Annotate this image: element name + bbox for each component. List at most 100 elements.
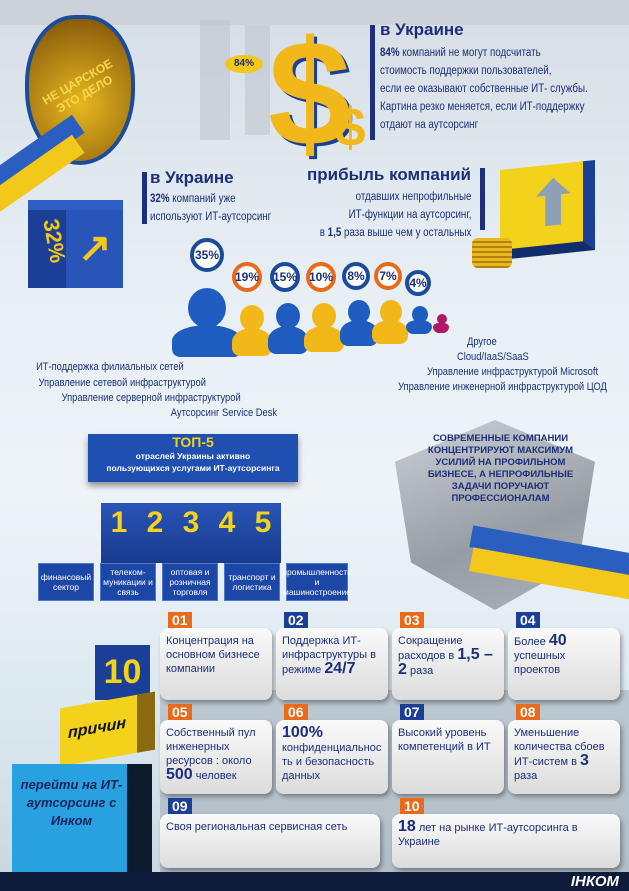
rank-4: 4 xyxy=(209,503,245,563)
reasons-word: причин xyxy=(68,714,127,742)
label-microsoft: Управление инфраструктурой Microsoft xyxy=(427,366,599,378)
reason-text: Поддержка ИТ-инфраструктуры в режиме xyxy=(282,635,376,676)
cube-32: 32% ↗ xyxy=(28,200,123,288)
rank-3: 3 xyxy=(173,503,209,563)
person-icon xyxy=(240,305,264,331)
cta-text[interactable]: перейти на ИТ-аутсорсинг с Инком xyxy=(20,777,123,828)
pin-10: 10% xyxy=(306,262,336,292)
line: отдавших непрофильные xyxy=(355,191,471,203)
reason-highlight: 3 xyxy=(580,752,589,769)
reason-01: Концентрация на основном бизнесе компани… xyxy=(160,628,272,700)
arrow-icon: ↗ xyxy=(78,226,112,270)
reason-text: Уменьшение количества сбоев ИТ-систем в xyxy=(514,727,605,768)
person-icon xyxy=(348,300,370,324)
reason-08: Уменьшение количества сбоев ИТ-систем в … xyxy=(508,720,620,794)
line: ИТ-функции на аутсорсинг, xyxy=(348,209,471,221)
person-icon xyxy=(268,326,308,354)
reason-05: Собственный пул инженерных ресурсов : ок… xyxy=(160,720,272,794)
pin-15: 15% xyxy=(270,262,300,292)
building xyxy=(200,20,230,140)
reason-03: Сокращение расходов в 1,5 – 2 раза xyxy=(392,628,504,700)
rank-5: 5 xyxy=(245,503,281,563)
person-icon xyxy=(232,328,272,356)
inkom-logo[interactable]: ІНКОМ xyxy=(570,873,619,890)
cta-box[interactable]: перейти на ИТ-аутсорсинг с Инком xyxy=(12,764,152,872)
reason-highlight: 18 xyxy=(398,818,416,835)
top5-banner: ТОП-5 отраслей Украины активно пользующи… xyxy=(88,434,298,482)
person-icon xyxy=(433,323,449,333)
line: в xyxy=(319,227,325,239)
pin-4: 4% xyxy=(405,270,431,296)
pct-32: 32% xyxy=(150,193,170,205)
accent-bar xyxy=(480,168,485,230)
reason-num: 02 xyxy=(284,612,308,628)
line: Картина резко меняется, если ИТ-поддержк… xyxy=(380,101,585,113)
reason-highlight: 100% xyxy=(282,724,323,741)
reason-num: 04 xyxy=(516,612,540,628)
industry-4: транспорт и логистика xyxy=(224,563,280,601)
block1-title: в Украине xyxy=(380,20,464,39)
line: компаний не могут подсчитать xyxy=(402,47,541,59)
coin-84: 84% xyxy=(225,55,263,73)
reason-09: Своя региональная сервисная сеть xyxy=(160,814,380,868)
person-icon xyxy=(372,320,408,344)
cube-label: 32% xyxy=(38,217,71,265)
reason-num: 09 xyxy=(168,798,192,814)
reason-text: Концентрация на основном бизнесе компани… xyxy=(166,635,260,675)
label-other: Другое xyxy=(467,336,497,348)
rank-2: 2 xyxy=(137,503,173,563)
reason-highlight: 1,5 – 2 xyxy=(398,646,493,678)
person-icon xyxy=(406,320,432,334)
rank-1: 1 xyxy=(101,503,137,563)
coins-icon xyxy=(472,238,512,268)
reason-text: Более xyxy=(514,636,546,648)
small-dollar-icon: $ xyxy=(335,96,366,158)
dollar-icon: $ xyxy=(268,9,352,177)
pct-84: 84% xyxy=(380,47,400,59)
person-icon xyxy=(188,288,226,328)
person-icon xyxy=(172,325,242,357)
person-icon xyxy=(412,306,428,323)
reason-02: Поддержка ИТ-инфраструктуры в режиме 24/… xyxy=(276,628,388,700)
ratio: 1,5 xyxy=(327,227,341,239)
reason-10: 18 лет на рынке ИТ-аутсорсинга в Украине xyxy=(392,814,620,868)
box-reasons: причин xyxy=(60,691,155,767)
badge-text: НЕ ЦАРСКОЕ ЭТО ДЕЛО xyxy=(40,56,116,116)
accent-bar xyxy=(142,172,147,224)
line: компаний уже xyxy=(172,193,236,205)
block2-text: 32% компаний уже используют ИТ-аутсорсинг xyxy=(150,190,271,226)
person-icon xyxy=(437,314,447,324)
person-icon xyxy=(380,300,402,324)
reason-text: Собственный пул инженерных ресурсов : ок… xyxy=(166,727,256,767)
reason-text: Сокращение расходов в xyxy=(398,635,463,662)
line: стоимость поддержки пользователей, xyxy=(380,65,552,77)
block1-text: 84% компаний не могут подсчитать стоимост… xyxy=(380,44,588,134)
reason-highlight: 40 xyxy=(548,632,567,649)
reason-num: 05 xyxy=(168,704,192,720)
reason-07: Высокий уровень компетенций в ИТ xyxy=(392,720,504,794)
up-arrow-box: ⬆ xyxy=(500,160,595,260)
pin-19: 19% xyxy=(232,262,262,292)
top5-title: ТОП-5 xyxy=(172,434,214,450)
profit-title: прибыль компаний xyxy=(306,165,471,184)
reason-num: 06 xyxy=(284,704,308,720)
pin-7: 7% xyxy=(374,262,402,290)
box-10: 10 xyxy=(95,645,150,700)
pin-35: 35% xyxy=(190,238,224,272)
industry-3: оптовая и розничная торговля xyxy=(162,563,218,601)
footer: ІНКОМ xyxy=(0,872,629,891)
line: используют ИТ-аутсорсинг xyxy=(150,211,272,223)
top5-subtitle: пользующихся услугами ИТ-аутсорсинга xyxy=(106,463,280,473)
reason-04: Более 40 успешных проектов xyxy=(508,628,620,700)
accent-bar xyxy=(370,25,375,140)
industry-5: промышленность и машиностроение xyxy=(282,563,352,601)
reason-text: раза xyxy=(409,665,434,677)
reason-num: 03 xyxy=(400,612,424,628)
label-cloud: Cloud/IaaS/SaaS xyxy=(457,351,529,363)
label-server: Управление серверной инфраструктурой xyxy=(61,392,241,404)
industry-2: телеком- муникации и связь xyxy=(100,563,156,601)
reason-text: Своя региональная сервисная сеть xyxy=(166,821,348,833)
line: раза выше чем у остальных xyxy=(343,227,471,239)
reason-text: раза xyxy=(514,770,538,782)
